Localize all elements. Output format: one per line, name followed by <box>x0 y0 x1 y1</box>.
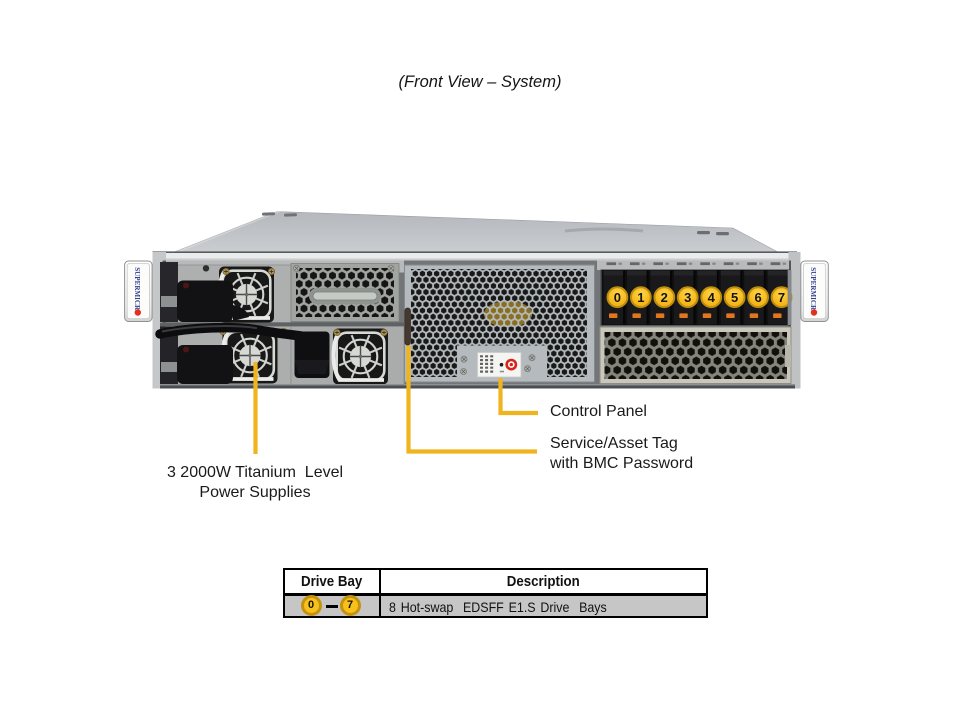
svg-text:SUPERMICR: SUPERMICR <box>809 267 817 311</box>
svg-text:6: 6 <box>754 290 761 305</box>
svg-text:5: 5 <box>731 290 738 305</box>
svg-text:3: 3 <box>684 290 691 305</box>
svg-text:7: 7 <box>778 290 785 305</box>
svg-text:0: 0 <box>614 290 621 305</box>
svg-text:1: 1 <box>637 290 644 305</box>
svg-text:SUPERMICR: SUPERMICR <box>133 267 141 311</box>
svg-text:2: 2 <box>661 290 668 305</box>
svg-text:4: 4 <box>708 290 716 305</box>
